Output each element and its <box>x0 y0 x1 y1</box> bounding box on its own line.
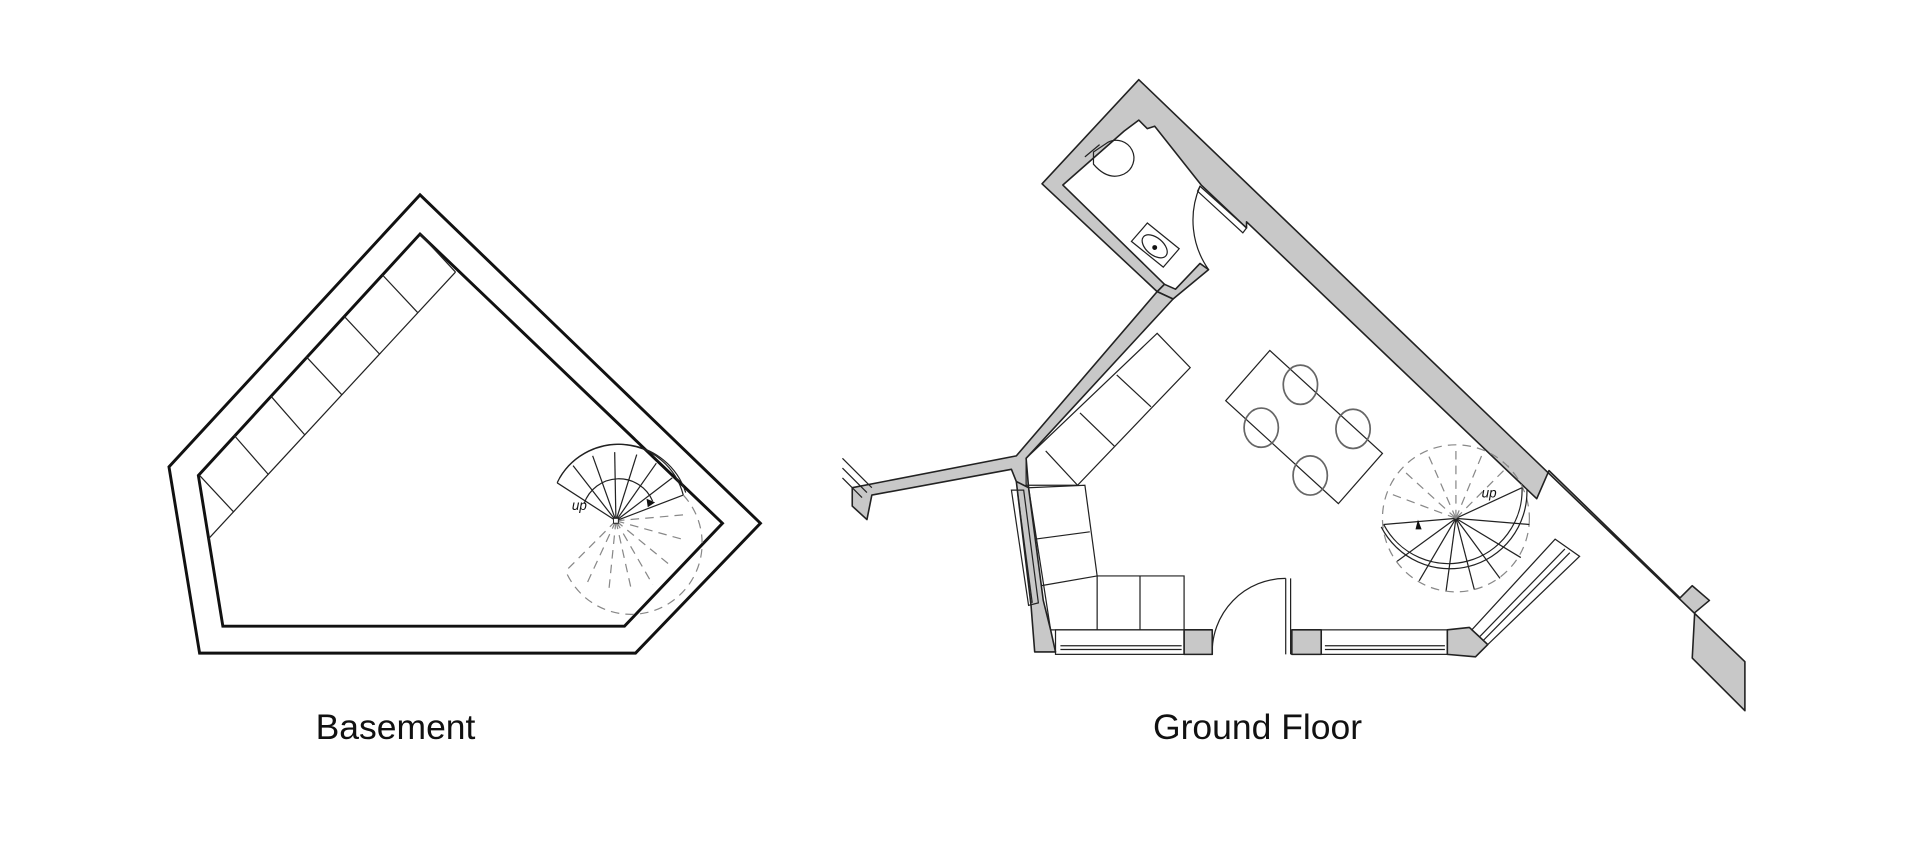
dining-chairs <box>1243 364 1372 496</box>
chair-icon <box>1335 408 1372 450</box>
door-jamb-left <box>1183 629 1214 656</box>
built-in-bench <box>1025 332 1192 631</box>
left-stub-railing <box>842 457 873 498</box>
bathroom-partition-wall <box>1156 262 1210 300</box>
ground-floor-spiral-stair: up <box>1380 444 1530 593</box>
basement-spiral-stair: up <box>556 443 703 615</box>
ground-floor-stair-up-label: up <box>1482 486 1497 501</box>
chair-icon <box>1282 364 1319 406</box>
basement-outer-wall <box>167 192 763 655</box>
stair-direction-arrow-icon <box>1415 519 1422 530</box>
entrance-door <box>1211 577 1292 655</box>
ground-floor-left-wall <box>851 290 1174 521</box>
ground-floor-right-wall <box>1041 78 1746 712</box>
door-jamb-right <box>1291 629 1323 656</box>
basement-title: Basement <box>316 707 476 747</box>
side-window-left <box>1010 489 1040 607</box>
dining-table <box>1224 349 1384 505</box>
chair-icon <box>1292 454 1329 496</box>
ground-floor-title: Ground Floor <box>1153 707 1362 747</box>
sink-icon <box>1130 222 1181 268</box>
front-window-left <box>1054 629 1185 655</box>
chair-icon <box>1243 407 1280 449</box>
toilet-icon <box>1084 139 1135 177</box>
ground-floor-plan: up Ground Floor <box>842 78 1746 747</box>
basement-plan: up Basement <box>167 192 763 747</box>
bathroom-door <box>1192 185 1248 270</box>
basement-straight-stairs <box>199 233 456 540</box>
ground-floor-front-wall-right <box>1446 626 1489 658</box>
side-window-right <box>1470 538 1581 646</box>
stair-direction-arrow-icon <box>646 498 656 508</box>
basement-inner-wall <box>196 231 725 628</box>
basement-stair-up-label: up <box>572 498 587 513</box>
front-window-right <box>1320 629 1448 655</box>
